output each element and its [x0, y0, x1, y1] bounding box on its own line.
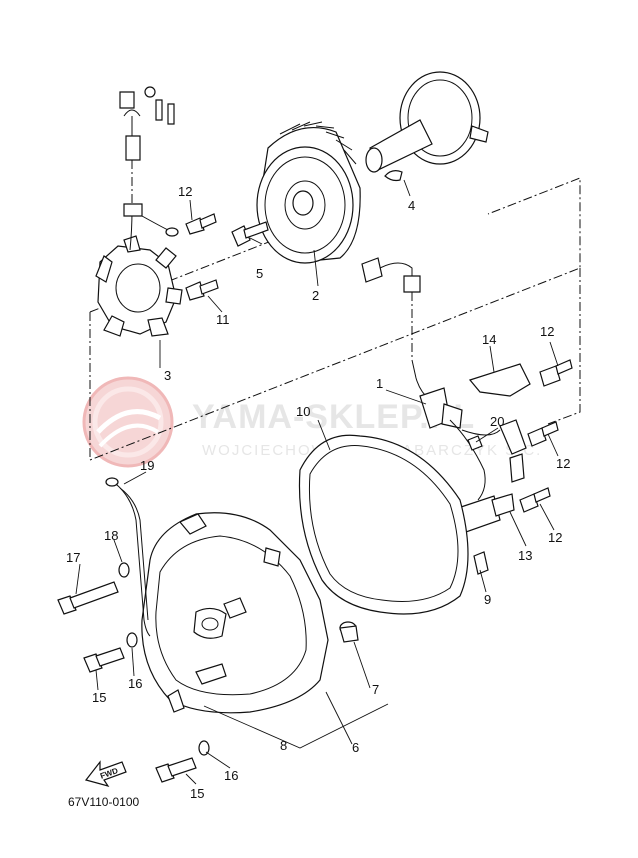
label-11: 11: [216, 312, 230, 327]
label-19: 19: [140, 458, 154, 473]
label-15-upper: 15: [92, 690, 106, 705]
label-15-lower: 15: [190, 786, 204, 801]
watermark-logo: [82, 376, 174, 468]
label-1: 1: [376, 376, 383, 391]
bolt-12-right3: [519, 487, 551, 513]
label-4: 4: [408, 198, 415, 213]
crankcase-cover: [141, 512, 329, 714]
bolt-15-upper: [83, 647, 125, 673]
dowel-pin-9: [473, 551, 489, 575]
label-20: 20: [490, 414, 504, 429]
washer-16-upper: [126, 632, 138, 648]
washer-16-lower: [198, 740, 210, 756]
label-10: 10: [296, 404, 310, 419]
label-13: 13: [518, 548, 532, 563]
label-5: 5: [256, 266, 263, 281]
bolt-12-right1: [539, 359, 573, 387]
wire-clamp-14: [468, 363, 531, 397]
label-12-top: 12: [178, 184, 192, 199]
washer-18: [118, 562, 130, 578]
part-labels: 1 2 3 4 5 6 7 8 9 10 11 12 12 12 12 13 1…: [66, 184, 570, 801]
collar-7: [339, 621, 359, 643]
bolt-17: [57, 581, 119, 615]
bolt-15-lower: [155, 757, 197, 783]
label-8: 8: [280, 738, 287, 753]
stator-assembly: [95, 86, 183, 337]
leader-lines: [75, 179, 559, 785]
bolt-12-right2: [527, 421, 559, 447]
label-12-right2: 12: [556, 456, 570, 471]
label-17: 17: [66, 550, 80, 565]
woodruff-key: [384, 170, 403, 182]
label-2: 2: [312, 288, 319, 303]
fwd-arrow: FWD: [84, 760, 127, 788]
label-3: 3: [164, 368, 171, 383]
label-7: 7: [372, 682, 379, 697]
label-18: 18: [104, 528, 118, 543]
label-6: 6: [352, 740, 359, 755]
label-9: 9: [484, 592, 491, 607]
label-14: 14: [482, 332, 496, 347]
grommet-20: [467, 435, 483, 451]
crankcase-cover-gasket: [298, 434, 469, 615]
diagram-code: 67V110-0100: [68, 795, 140, 809]
label-12-right1: 12: [540, 324, 554, 339]
bolt-11: [185, 279, 219, 301]
pickup-coil-assembly: [361, 257, 527, 533]
bolt-12-top: [185, 213, 217, 235]
bolt-5: [231, 221, 269, 247]
breather-hose-19: [105, 477, 151, 637]
label-16-lower: 16: [224, 768, 238, 783]
flywheel-rotor: [256, 121, 361, 264]
label-16-upper: 16: [128, 676, 142, 691]
starter-gear-shaft: [365, 71, 489, 173]
label-12-right3: 12: [548, 530, 562, 545]
